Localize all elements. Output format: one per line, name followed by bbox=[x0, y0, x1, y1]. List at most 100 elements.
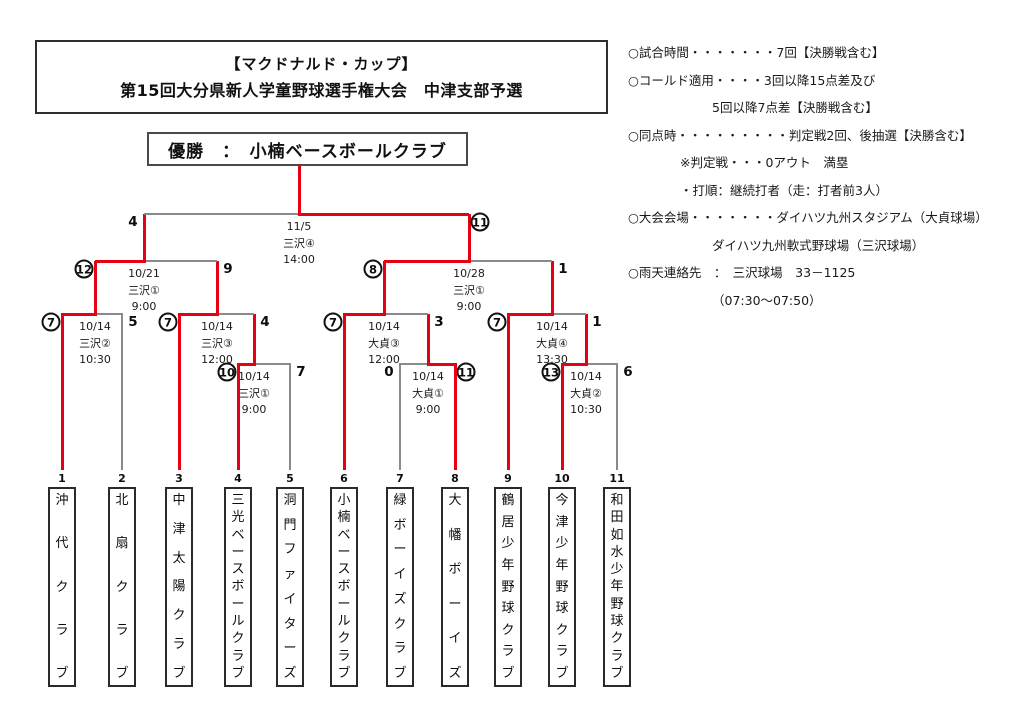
team-name-char: ブ bbox=[610, 665, 624, 681]
team-name-char: ブ bbox=[501, 666, 515, 681]
match-qfD-riser bbox=[551, 261, 554, 316]
team-name-char: ー bbox=[448, 596, 462, 612]
match-m1011-bar-right bbox=[586, 363, 617, 365]
team-name-char: ー bbox=[231, 544, 245, 560]
match-m45-bar-left bbox=[238, 363, 254, 366]
team-name-char: 門 bbox=[283, 517, 297, 533]
team-name-char: ク bbox=[55, 579, 69, 595]
rules-note-line: ○同点時・・・・・・・・・判定戦2回、後抽選【決勝含む】 bbox=[628, 127, 972, 143]
match-m45-bar-right bbox=[254, 363, 290, 365]
team-8-number: 8 bbox=[451, 472, 459, 485]
team-9-line bbox=[507, 313, 510, 470]
match-qfA-venue: 三沢② bbox=[79, 336, 111, 350]
team-name-char: ク bbox=[337, 631, 351, 647]
team-name-char: ラ bbox=[393, 641, 407, 657]
match-qfD-date: 10/14 bbox=[536, 320, 568, 333]
team-2-name-box: 北扇クラブ bbox=[108, 487, 136, 687]
match-final-time: 14:00 bbox=[283, 253, 315, 266]
team-name-char: ラ bbox=[55, 622, 69, 638]
match-qfA-riser bbox=[94, 261, 97, 316]
team-name-char: ク bbox=[115, 579, 129, 595]
match-sfL-riser bbox=[143, 214, 146, 263]
team-9-name-box: 鶴居少年野球クラブ bbox=[494, 487, 522, 687]
team-name-char: ブ bbox=[555, 666, 569, 681]
team-name-char: フ bbox=[283, 542, 297, 558]
team-name-char: ベ bbox=[337, 527, 351, 543]
team-name-char: 野 bbox=[501, 579, 515, 595]
team-name-char: 少 bbox=[555, 536, 569, 552]
team-name-char: 田 bbox=[610, 510, 624, 526]
match-sfR-right-score: 1 bbox=[558, 261, 568, 277]
team-name-char: ボ bbox=[231, 579, 245, 595]
match-qfB-right-score: 4 bbox=[260, 314, 270, 330]
champion-label: 優勝 ： 小楠ベースボールクラブ bbox=[168, 141, 447, 162]
match-qfA-bar-left bbox=[62, 313, 95, 316]
match-sfL-bar-left bbox=[95, 260, 144, 263]
team-name-char: 光 bbox=[231, 510, 245, 526]
team-name-char: ク bbox=[231, 631, 245, 647]
match-qfD-bar-left bbox=[508, 313, 552, 316]
match-qfA-left-score: 7 bbox=[41, 312, 61, 332]
team-name-char: 如 bbox=[610, 527, 624, 543]
match-final-right-score: 11 bbox=[470, 212, 490, 232]
match-m78-bar-left bbox=[400, 363, 428, 365]
team-name-char: イ bbox=[448, 631, 462, 647]
match-m1011-riser bbox=[585, 314, 588, 366]
team-name-char: ブ bbox=[393, 665, 407, 681]
match-qfB-date: 10/14 bbox=[201, 320, 233, 333]
team-name-char: 三 bbox=[231, 493, 245, 508]
match-m45-time: 9:00 bbox=[241, 403, 267, 416]
team-name-char: ブ bbox=[115, 666, 129, 681]
team-7-line bbox=[399, 363, 401, 470]
team-name-char: ラ bbox=[555, 644, 569, 660]
match-sfR-riser bbox=[468, 214, 471, 263]
match-m78-left-score: 0 bbox=[384, 364, 394, 380]
team-name-char: 幡 bbox=[448, 527, 462, 543]
match-m78-right-score: 11 bbox=[456, 362, 476, 382]
match-final-bar-right bbox=[299, 213, 469, 216]
team-name-char: イ bbox=[393, 567, 407, 583]
team-name-char: 北 bbox=[115, 493, 129, 508]
team-name-char: 和 bbox=[610, 493, 624, 508]
team-9-number: 9 bbox=[504, 472, 512, 485]
team-name-char: 扇 bbox=[115, 536, 129, 552]
match-qfA-bar-right bbox=[95, 313, 122, 315]
team-name-char: ラ bbox=[610, 648, 624, 664]
team-name-char: ス bbox=[231, 562, 245, 578]
team-name-char: 居 bbox=[501, 514, 515, 530]
team-name-char: ブ bbox=[231, 665, 245, 681]
match-sfL-time: 9:00 bbox=[131, 300, 157, 313]
match-sfR-bar-right bbox=[469, 260, 552, 262]
team-name-char: ラ bbox=[501, 644, 515, 660]
team-name-char: イ bbox=[283, 591, 297, 607]
rules-note-line: ○大会会場・・・・・・・ダイハツ九州スタジアム（大貞球場） bbox=[628, 210, 988, 225]
team-name-char: ズ bbox=[283, 665, 297, 681]
team-4-name-box: 三光ベースボールクラブ bbox=[224, 487, 252, 687]
match-qfB-time: 12:00 bbox=[201, 353, 233, 366]
match-final-date: 11/5 bbox=[286, 220, 312, 233]
rules-note-line: ○雨天連絡先 ： 三沢球場 33－1125 bbox=[628, 265, 856, 280]
team-10-number: 10 bbox=[554, 472, 570, 485]
team-3-line bbox=[178, 313, 181, 470]
team-name-char: ボ bbox=[448, 562, 462, 578]
team-10-line bbox=[561, 363, 564, 470]
team-8-name-box: 大幡ボーイズ bbox=[441, 487, 469, 687]
team-name-char: 緑 bbox=[393, 493, 407, 508]
team-name-char: ブ bbox=[55, 666, 69, 681]
team-name-char: ク bbox=[555, 622, 569, 638]
match-qfC-time: 12:00 bbox=[368, 353, 400, 366]
match-m78-bar-right bbox=[428, 363, 455, 366]
match-qfB-bar-left bbox=[179, 313, 217, 316]
team-name-char: 年 bbox=[555, 557, 569, 573]
rules-note-line: 5回以降7点差【決勝戦含む】 bbox=[712, 100, 878, 115]
tournament-title-box: 【マクドナルド・カップ】 第15回大分県新人学童野球選手権大会 中津支部予選 bbox=[35, 40, 608, 114]
team-name-char: ー bbox=[393, 542, 407, 558]
team-name-char: 鶴 bbox=[501, 493, 515, 508]
match-sfL-venue: 三沢① bbox=[128, 283, 160, 297]
champion-box: 優勝 ： 小楠ベースボールクラブ bbox=[147, 132, 468, 166]
